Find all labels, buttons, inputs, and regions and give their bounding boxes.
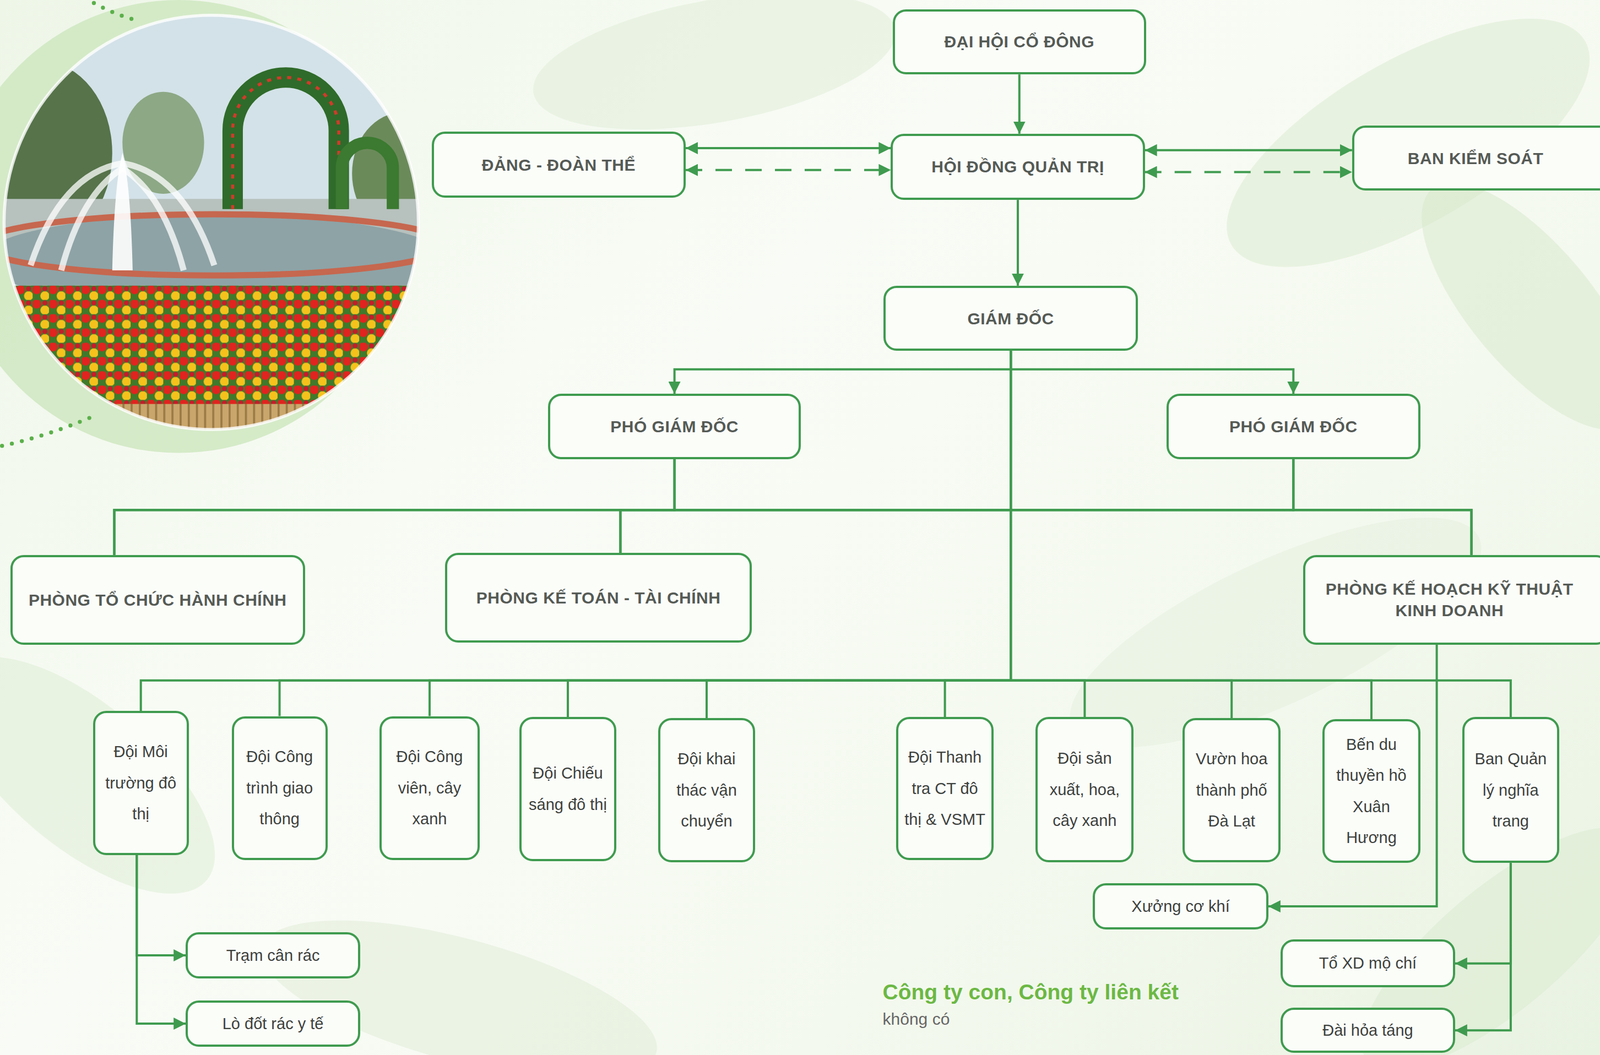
team-box: Đội sản xuất, hoa, cây xanh	[1035, 717, 1134, 862]
team-box: Đội Công viên, cây xanh	[379, 716, 480, 861]
flower-bed	[0, 285, 429, 409]
org-box: HỘI ĐỒNG QUẢN TRỊ	[890, 133, 1145, 200]
connector-line	[685, 147, 891, 150]
photo-group	[0, 0, 454, 454]
note-heading: Công ty con, Công ty liên kết	[882, 980, 1179, 1005]
box-label: Đội sản xuất, hoa, cây xanh	[1042, 742, 1127, 837]
box-label: Bến du thuyền hồ Xuân Hương	[1329, 729, 1414, 854]
connector-line	[1268, 644, 1437, 907]
org-box: ĐẠI HỘI CỔ ĐÔNG	[892, 9, 1146, 75]
box-label: Đội Thanh tra CT đô thị & VSMT	[902, 741, 988, 836]
team-box: Bến du thuyền hồ Xuân Hương	[1322, 719, 1421, 864]
unit-box: Tổ XD mộ chí	[1280, 939, 1456, 988]
team-box: Ban Quản lý nghĩa trang	[1462, 717, 1560, 864]
connector-line	[674, 459, 1472, 556]
connector-line	[1016, 199, 1019, 286]
box-label: PHÓ GIÁM ĐỐC	[1229, 415, 1358, 438]
unit-box: Lò đốt rác y tế	[185, 1000, 361, 1047]
box-label: Ban Quản lý nghĩa trang	[1468, 743, 1553, 838]
connector-line	[429, 350, 1011, 717]
connector-line	[945, 350, 1012, 718]
unit-box: Trạm cân rác	[185, 932, 361, 979]
flower-arch-trim	[232, 77, 339, 210]
connector-line	[1455, 863, 1511, 964]
department-box: PHÒNG KẾ TOÁN - TÀI CHÍNH	[445, 552, 753, 643]
box-label: GIÁM ĐỐC	[967, 307, 1054, 330]
small-arch	[342, 142, 394, 209]
bamboo-fence	[0, 404, 429, 446]
box-label: Đài hỏa táng	[1322, 1021, 1413, 1041]
team-box: Đội Chiếu sáng đô thị	[519, 717, 617, 861]
team-box: Đội Thanh tra CT đô thị & VSMT	[896, 717, 995, 860]
connector-line	[620, 459, 675, 553]
team-box: Đội Công trình giao thông	[231, 716, 328, 861]
connector-line	[1293, 459, 1472, 556]
box-label: HỘI ĐỒNG QUẢN TRỊ	[931, 155, 1105, 178]
leaf	[0, 615, 253, 936]
box-label: PHÓ GIÁM ĐỐC	[610, 415, 739, 438]
box-label: Xưởng cơ khí	[1131, 897, 1230, 917]
box-label: Đội khai thác vận chuyển	[664, 743, 749, 838]
connector-line	[136, 855, 186, 1025]
leaf	[522, 0, 906, 154]
dotted-arc	[2, 415, 96, 447]
connector-line	[136, 855, 186, 957]
connector-line	[140, 350, 1011, 712]
connector-line	[1018, 74, 1021, 134]
box-label: Đội Công viên, cây xanh	[386, 741, 474, 835]
org-box: ĐẢNG - ĐOÀN THỂ	[431, 131, 686, 198]
team-box: Đội khai thác vận chuyển	[658, 718, 756, 862]
flower-arch	[232, 77, 339, 210]
fountain-spray	[30, 163, 215, 271]
connector-line	[1010, 350, 1085, 718]
dotted-arc	[93, 3, 137, 21]
connector-line	[1455, 863, 1511, 1031]
connector-line	[620, 459, 1294, 553]
box-label: ĐẠI HỘI CỔ ĐÔNG	[944, 30, 1095, 53]
team-box: Vườn hoa thành phố Đà Lạt	[1182, 718, 1281, 862]
connector-line	[114, 459, 1294, 556]
box-label: PHÒNG KẾ TOÁN - TÀI CHÍNH	[476, 587, 721, 609]
box-label: Trạm cân rác	[226, 946, 320, 966]
photo-rim	[3, 15, 419, 430]
box-label: Đội Công trình giao thông	[238, 741, 322, 835]
unit-box: Xưởng cơ khí	[1092, 883, 1269, 930]
box-label: Lò đốt rác y tế	[222, 1014, 324, 1034]
org-box: PHÓ GIÁM ĐỐC	[548, 393, 801, 460]
box-label: PHÒNG TỔ CHỨC HÀNH CHÍNH	[28, 589, 287, 611]
dashed-connector	[1145, 171, 1353, 174]
dashed-connector	[685, 169, 891, 172]
box-label: PHÒNG KẾ HOẠCH KỸ THUẬT KINH DOANH	[1314, 578, 1586, 622]
connector-line	[1145, 149, 1353, 152]
photo-scene	[0, 10, 454, 446]
connector-line	[1010, 350, 1294, 394]
note-text: không có	[882, 1010, 951, 1029]
box-label: Tổ XD mộ chí	[1319, 953, 1417, 974]
box-label: BAN KIỂM SOÁT	[1407, 147, 1544, 170]
connector-line	[114, 459, 675, 556]
connector-line	[279, 350, 1012, 717]
department-box: PHÒNG TỔ CHỨC HÀNH CHÍNH	[10, 555, 306, 645]
box-label: Đội Chiếu sáng đô thị	[525, 757, 610, 821]
org-box: BAN KIỂM SOÁT	[1352, 125, 1600, 192]
department-box: PHÒNG KẾ HOẠCH KỸ THUẬT KINH DOANH	[1303, 555, 1600, 645]
connector-line	[1010, 350, 1472, 556]
org-box: GIÁM ĐỐC	[883, 285, 1138, 352]
unit-box: Đài hỏa táng	[1280, 1007, 1456, 1054]
connector-line	[114, 350, 1012, 556]
team-box: Đội Môi trường đô thị	[93, 711, 189, 855]
box-label: Đội Môi trường đô thị	[99, 736, 183, 831]
org-box: PHÓ GIÁM ĐỐC	[1166, 393, 1421, 460]
box-label: ĐẢNG - ĐOÀN THỂ	[481, 154, 636, 176]
box-label: Vườn hoa thành phố Đà Lạt	[1189, 743, 1274, 838]
connector-line	[674, 350, 1012, 394]
